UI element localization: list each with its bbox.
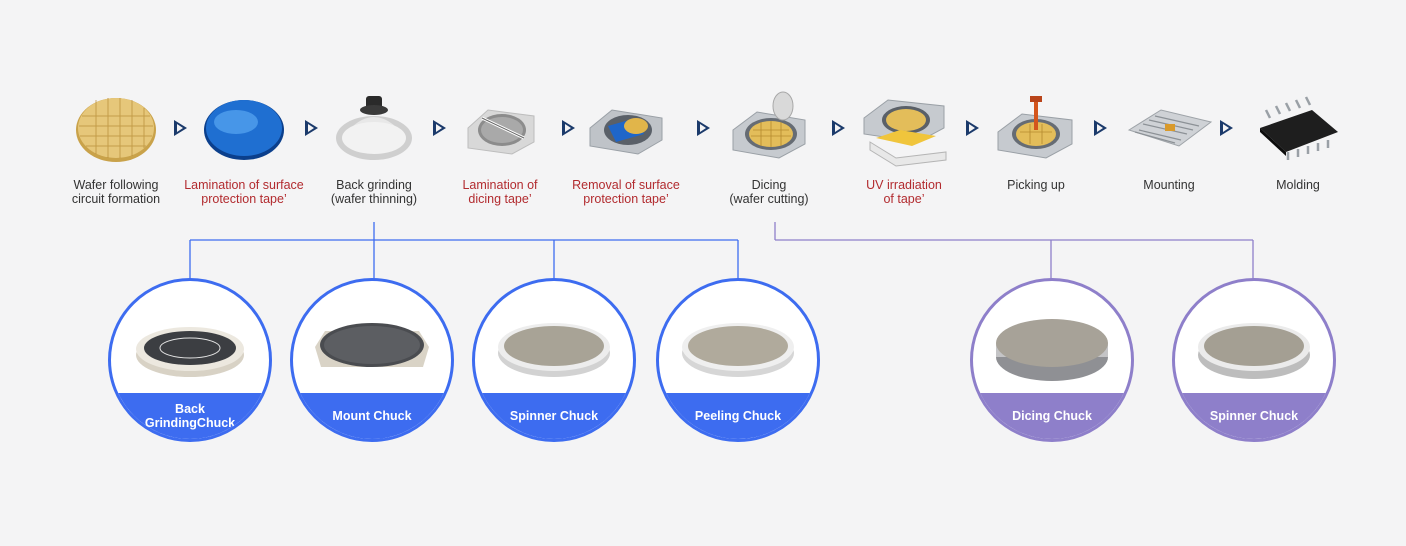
step-tape-removal: Removal of surface protection tape’: [556, 88, 696, 206]
peeling-chuck: Peeling Chuck: [656, 278, 820, 442]
step-label: Wafer following circuit formation: [71, 178, 161, 206]
wafer-circuit-icon: [68, 88, 164, 168]
step-label: Back grinding (wafer thinning): [330, 178, 418, 206]
arrow-icon: [832, 120, 845, 136]
chuck-label: Spinner Chuck: [1175, 393, 1333, 439]
step-back-grinding: Back grinding (wafer thinning): [304, 88, 444, 206]
spinner-chuck-icon: [498, 323, 610, 377]
mounting-icon: [1121, 88, 1217, 168]
step-label: Picking up: [1007, 178, 1065, 192]
step-uv-irradiation: UV irradiation of tape’: [834, 88, 974, 206]
step-label: Lamination of dicing tape’: [462, 178, 538, 206]
step-label: Lamination of surface protection tape’: [184, 178, 304, 206]
step-label: Mounting: [1143, 178, 1195, 192]
arrow-icon: [174, 120, 187, 136]
step-surface-tape: Lamination of surface protection tape’: [174, 88, 314, 206]
arrow-icon: [697, 120, 710, 136]
dicing-connectors: [774, 222, 1254, 280]
step-mounting: Mounting: [1099, 88, 1239, 192]
blue-wafer-icon: [196, 88, 292, 168]
arrow-icon: [433, 120, 446, 136]
chuck-label: Mount Chuck: [293, 393, 451, 439]
step-label: Molding: [1276, 178, 1320, 192]
step-molding: Molding: [1228, 88, 1368, 192]
picking-up-icon: [988, 88, 1084, 168]
spinner-chuck-icon: [1198, 323, 1310, 379]
molding-chip-icon: [1250, 88, 1346, 168]
grinding-icon: [326, 88, 422, 168]
step-label: Removal of surface protection tape’: [572, 178, 680, 206]
chuck-label: Dicing Chuck: [973, 393, 1131, 439]
step-wafer-circuit: Wafer following circuit formation: [46, 88, 186, 206]
chuck-label: Peeling Chuck: [659, 393, 817, 439]
uv-irradiation-icon: [856, 88, 952, 168]
chuck-label: Spinner Chuck: [475, 393, 633, 439]
arrow-icon: [305, 120, 318, 136]
step-dicing: Dicing (wafer cutting): [699, 88, 839, 206]
step-label: Dicing (wafer cutting): [729, 178, 809, 206]
arrow-icon: [1094, 120, 1107, 136]
back-grinding-chuck-icon: [136, 327, 244, 377]
dicing-chuck-icon: [996, 319, 1108, 381]
step-picking-up: Picking up: [966, 88, 1106, 192]
arrow-icon: [1220, 120, 1233, 136]
step-label: UV irradiation of tape’: [866, 178, 942, 206]
spinner-chuck-dicing: Spinner Chuck: [1172, 278, 1336, 442]
step-dicing-tape: Lamination of dicing tape’: [430, 88, 570, 206]
spinner-chuck: Spinner Chuck: [472, 278, 636, 442]
dicing-tape-icon: [452, 88, 548, 168]
arrow-icon: [562, 120, 575, 136]
arrow-icon: [966, 120, 979, 136]
peeling-chuck-icon: [682, 323, 794, 377]
back-grinding-chuck: Back GrindingChuck: [108, 278, 272, 442]
dicing-chuck: Dicing Chuck: [970, 278, 1134, 442]
mount-chuck: Mount Chuck: [290, 278, 454, 442]
mount-chuck-icon: [315, 323, 429, 367]
chuck-label: Back GrindingChuck: [111, 393, 269, 439]
dicing-icon: [721, 88, 817, 168]
grinding-connectors: [189, 222, 739, 280]
tape-removal-icon: [578, 88, 674, 168]
